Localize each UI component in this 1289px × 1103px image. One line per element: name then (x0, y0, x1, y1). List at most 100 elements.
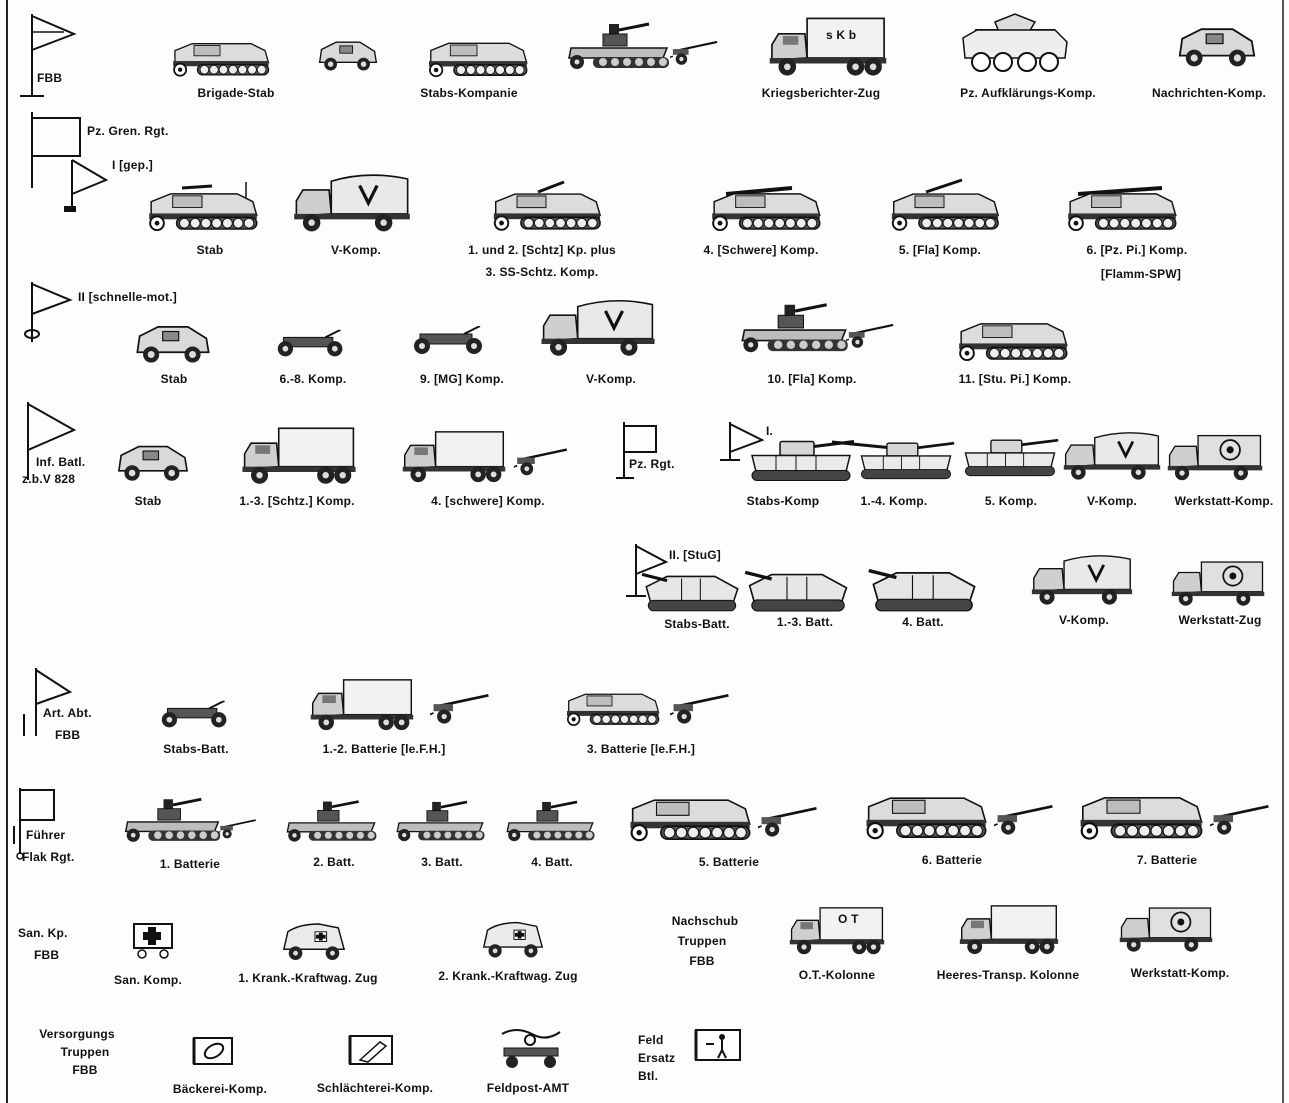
radio-car-icon (1175, 20, 1259, 72)
label-flamm-spw: [Flamm-SPW] (1101, 267, 1181, 281)
tractor-with-howitzer-icon (562, 686, 732, 732)
covered-truck-icon (232, 424, 366, 488)
v-truck-icon (1030, 550, 1134, 610)
label-batterie-1-2: 1.-2. Batterie [le.F.H.] (323, 742, 446, 756)
nachschub-label-2: Truppen (678, 934, 727, 948)
label-batterie-3: 3. Batterie [le.F.H.] (587, 742, 695, 756)
halftrack-heavy-gun-icon (706, 178, 824, 232)
label-werkstatt-komp-2: Werkstatt-Komp. (1131, 966, 1230, 980)
label-krank-zug-2: 2. Krank.-Kraftwag. Zug (438, 969, 577, 983)
label-flak-batt-3: 3. Batt. (421, 855, 463, 869)
label-schwere-komp: 4. [Schwere] Komp. (704, 243, 819, 257)
armored-car-8-wheel-icon (955, 8, 1075, 74)
heavy-halftrack-with-flak-icon (624, 790, 820, 846)
label-fla-komp-10: 10. [Fla] Komp. (767, 372, 856, 386)
cargo-truck-icon (958, 902, 1060, 958)
halftrack-flak-icon (886, 178, 1002, 232)
nachschub-label-1: Nachschub (672, 914, 738, 928)
label-werkstatt-zug: Werkstatt-Zug (1178, 613, 1261, 627)
label-komp-5: 5. Komp. (985, 494, 1037, 508)
pretzel-icon (190, 1036, 236, 1066)
flak-rgt-label-2: Flak Rgt. (22, 850, 74, 864)
art-abt-label-1: Art. Abt. (43, 706, 92, 720)
label-brigade-stab: Brigade-Stab (197, 86, 274, 100)
halftrack-flamethrower-icon (1062, 178, 1180, 232)
label-schtz-komp-1-3: 1.-3. [Schtz.] Komp. (239, 494, 354, 508)
flak-halftrack-icon (282, 798, 380, 846)
armored-car-icon (112, 440, 194, 484)
motorcycle-mg-icon (410, 324, 490, 358)
v-truck-icon (538, 296, 658, 360)
workshop-truck-icon (1166, 430, 1264, 484)
truck-marking-skb: s K b (826, 28, 856, 42)
pz-rgt-title: Pz. Rgt. (629, 457, 675, 471)
inf-batl-label-2: z.b.V 828 (22, 472, 75, 486)
pz-gren-rgt-title: Pz. Gren. Rgt. (87, 124, 168, 138)
halftrack-icon (952, 318, 1072, 362)
truck-icon (765, 14, 891, 80)
label-batt-4: 4. Batt. (902, 615, 944, 629)
label-flak-batterie-1: 1. Batterie (160, 857, 220, 871)
page-border-right (1282, 0, 1284, 1103)
label-flak-batterie-7: 7. Batterie (1137, 853, 1197, 867)
label-krank-zug-1: 1. Krank.-Kraftwag. Zug (238, 971, 377, 985)
butcher-axe-icon (346, 1034, 396, 1066)
feld-label-3: Btl. (638, 1069, 658, 1083)
halftrack-mortar-icon (488, 178, 604, 232)
post-horn-icon (496, 1026, 566, 1070)
feld-label-2: Ersatz (638, 1051, 675, 1065)
flak-halftrack-with-trailer-icon (120, 796, 258, 848)
truck-with-gun-icon (398, 428, 570, 486)
label-inf-stab: Stab (135, 494, 162, 508)
pz-rgt-square-flag-icon (612, 418, 662, 482)
stug-bat-label: II. [StuG] (669, 548, 721, 562)
truck-marking-ot: O T (838, 912, 859, 926)
heavy-halftrack-with-flak-icon (1074, 788, 1274, 844)
label-mg-komp: 9. [MG] Komp. (420, 372, 504, 386)
halftrack-icon (168, 38, 272, 78)
label-stab: Stab (197, 243, 224, 257)
label-heeres-transp-kolonne: Heeres-Transp. Kolonne (937, 968, 1079, 982)
kettenkrad-icon (274, 328, 350, 360)
ambulance-icon (480, 918, 546, 962)
label-stabs-kompanie: Stabs-Kompanie (420, 86, 517, 100)
label-batt-1-3: 1.-3. Batt. (777, 615, 833, 629)
label-v-komp-3: V-Komp. (1087, 494, 1137, 508)
label-komp-6-8: 6.-8. Komp. (280, 372, 347, 386)
label-nachrichten-komp: Nachrichten-Komp. (1152, 86, 1266, 100)
page-border-left (6, 0, 8, 1103)
label-schtz-kp-2: 3. SS-Schtz. Komp. (486, 265, 599, 279)
bataillon-1-label: I [gep.] (112, 158, 153, 172)
v-truck-icon (292, 170, 412, 236)
label-art-stabs-batt: Stabs-Batt. (163, 742, 229, 756)
versorgung-label-2: Truppen (61, 1045, 110, 1059)
label-stabs-batt: Stabs-Batt. (664, 617, 730, 631)
label-flak-batterie-6: 6. Batterie (922, 853, 982, 867)
bataillon-2-label: II [schnelle-mot.] (78, 290, 177, 304)
san-kp-label-1: San. Kp. (18, 926, 68, 940)
san-kp-label-2: FBB (34, 948, 59, 962)
flak-halftrack-with-trailer-icon (736, 296, 896, 362)
v-truck-icon (1062, 428, 1162, 484)
truck-with-howitzer-icon (302, 676, 492, 734)
label-flak-batt-2: 2. Batt. (313, 855, 355, 869)
label-fla-komp: 5. [Fla] Komp. (899, 243, 981, 257)
pennant-flag-icon (14, 280, 84, 350)
label-baeckerei-komp: Bäckerei-Komp. (173, 1082, 267, 1096)
label-pz-aufklaerungs-komp: Pz. Aufklärungs-Komp. (960, 86, 1096, 100)
feld-label-1: Feld (638, 1033, 663, 1047)
pennant-flag-icon (14, 12, 84, 102)
workshop-truck-icon (1118, 902, 1214, 956)
label-kriegsberichter-zug: Kriegsberichter-Zug (762, 86, 881, 100)
label-schtz-kp-1: 1. und 2. [Schtz] Kp. plus (468, 243, 616, 257)
tank-long-gun-icon (832, 436, 956, 484)
label-komp-1-4: 1.-4. Komp. (861, 494, 928, 508)
nachschub-label-3: FBB (689, 954, 714, 968)
label-v-komp: V-Komp. (331, 243, 381, 257)
art-abt-label-2: FBB (55, 728, 80, 742)
label-schlaechterei-komp: Schlächterei-Komp. (317, 1081, 433, 1095)
halftrack-mg-icon (142, 178, 262, 232)
label-stabs-komp: Stabs-Komp (747, 494, 820, 508)
label-werkstatt-komp: Werkstatt-Komp. (1175, 494, 1274, 508)
label-pz-pi-komp: 6. [Pz. Pi.] Komp. (1087, 243, 1188, 257)
